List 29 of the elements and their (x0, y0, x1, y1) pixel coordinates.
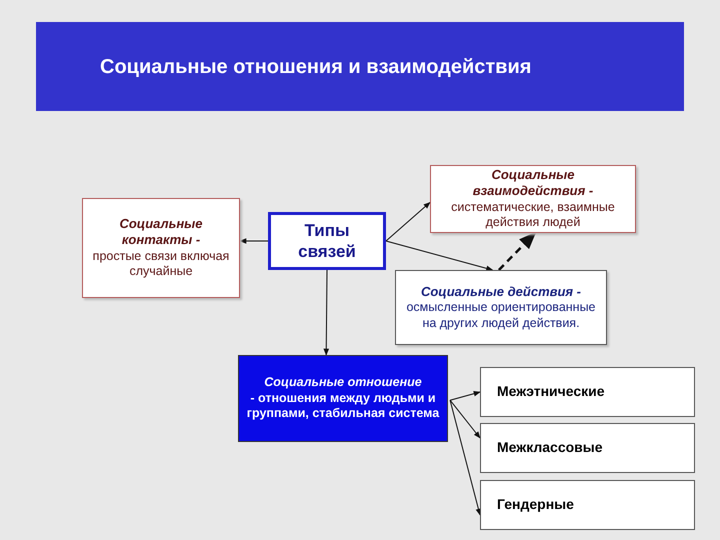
box-heading: Межклассовые (497, 439, 603, 457)
box-description: систематические, взаимные действия людей (450, 200, 616, 231)
box-heading: Межэтнические (497, 383, 605, 401)
definition-box (82, 198, 240, 298)
definition-box (395, 270, 607, 345)
box-heading: Социальные контакты - (118, 216, 204, 249)
box-heading: Социальные действия - (420, 284, 582, 300)
arrow (386, 240, 494, 272)
arrow (450, 390, 481, 401)
title: Социальные отношения и взаимодействия (100, 54, 532, 80)
arrow (323, 270, 330, 356)
arrow (450, 400, 480, 439)
definition-box (430, 165, 636, 233)
box-heading: Социальные отношение (264, 375, 422, 391)
arrow (450, 400, 482, 516)
box-heading: Типы связей (297, 220, 357, 262)
category-box (480, 423, 695, 473)
arrow (239, 238, 268, 244)
arrow (386, 202, 431, 242)
box-heading: Гендерные (497, 496, 574, 514)
central-box (268, 212, 386, 270)
category-box (480, 480, 695, 530)
box-heading: Социальные взаимодействия - (472, 167, 594, 200)
box-description: - отношения между людьми и группами, стабильная система (246, 390, 440, 422)
definition-box (238, 355, 448, 442)
box-description: простые связи включая случайные (92, 248, 230, 280)
arrow (498, 232, 536, 271)
box-description: осмысленные ориентированные на других людей действия. (405, 300, 597, 332)
category-box (480, 367, 695, 417)
